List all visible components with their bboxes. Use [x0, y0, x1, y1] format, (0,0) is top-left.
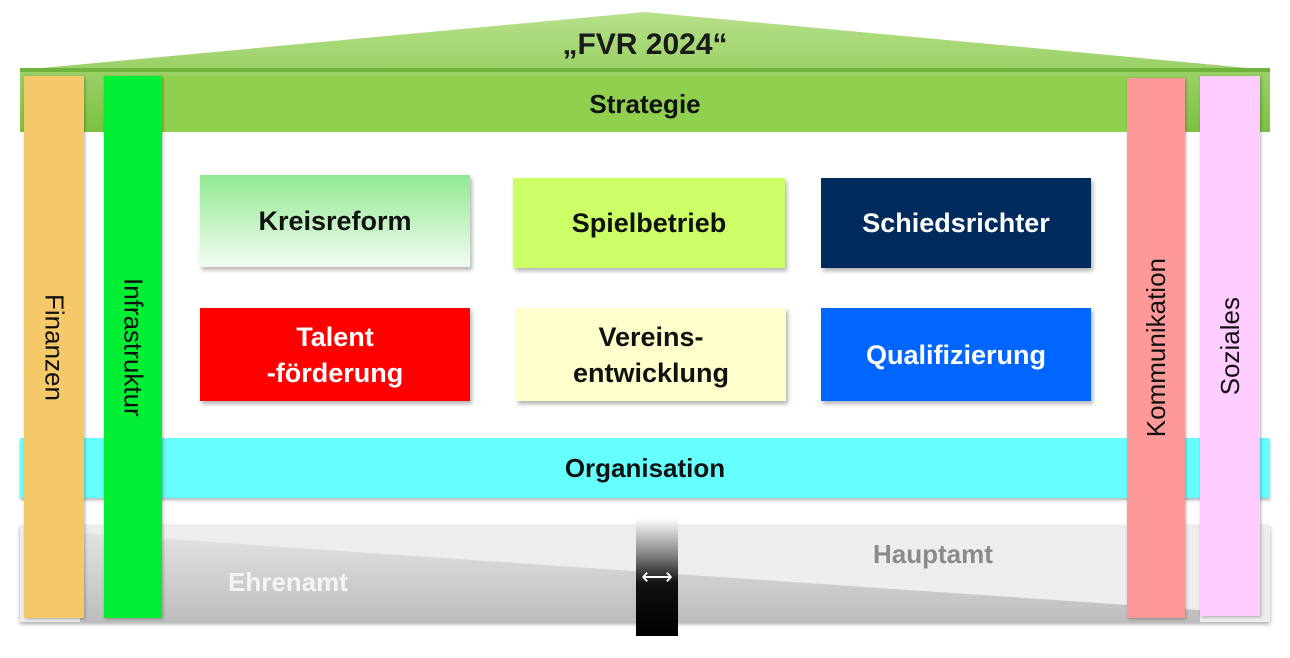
pillar-finanzen: Finanzen: [24, 76, 84, 618]
pillar-soziales: Soziales: [1200, 76, 1260, 616]
hauptamt-label: Hauptamt: [873, 539, 993, 569]
ehrenamt-hauptamt-slider[interactable]: ⟷: [636, 518, 678, 636]
box-label: Kreisreform: [258, 206, 412, 236]
pillar-kommunikation: Kommunikation: [1127, 78, 1185, 618]
organisation-band: Organisation: [20, 438, 1270, 498]
infrastruktur-label: Infrastruktur: [118, 277, 149, 417]
ehrenamt-label: Ehrenamt: [228, 567, 348, 597]
organisation-label: Organisation: [564, 452, 726, 483]
box-schiedsrichter: Schiedsrichter: [821, 178, 1091, 268]
left-right-arrow-icon: ⟷: [641, 564, 673, 589]
box-label: Vereins- entwicklung: [572, 321, 729, 388]
strategie-label: Strategie: [589, 88, 701, 119]
box-spielbetrieb: Spielbetrieb: [513, 178, 785, 268]
page-title: „FVR 2024“: [562, 28, 728, 61]
box-qualifizierung: Qualifizierung: [821, 308, 1091, 401]
box-label: Schiedsrichter: [862, 208, 1050, 238]
finanzen-label: Finanzen: [39, 293, 70, 401]
box-vereinsentwicklung: Vereins- entwicklung: [516, 308, 786, 401]
strategie-band: Strategie: [160, 76, 1130, 132]
kommunikation-label: Kommunikation: [1140, 258, 1171, 438]
soziales-label: Soziales: [1214, 296, 1245, 396]
box-label: Qualifizierung: [865, 339, 1046, 370]
box-talentfoerderung: Talent -förderung: [200, 308, 470, 401]
box-kreisreform: Kreisreform: [200, 175, 470, 267]
box-label: Spielbetrieb: [571, 208, 727, 238]
pillar-infrastruktur: Infrastruktur: [104, 76, 162, 618]
box-label: Talent -förderung: [266, 321, 404, 388]
